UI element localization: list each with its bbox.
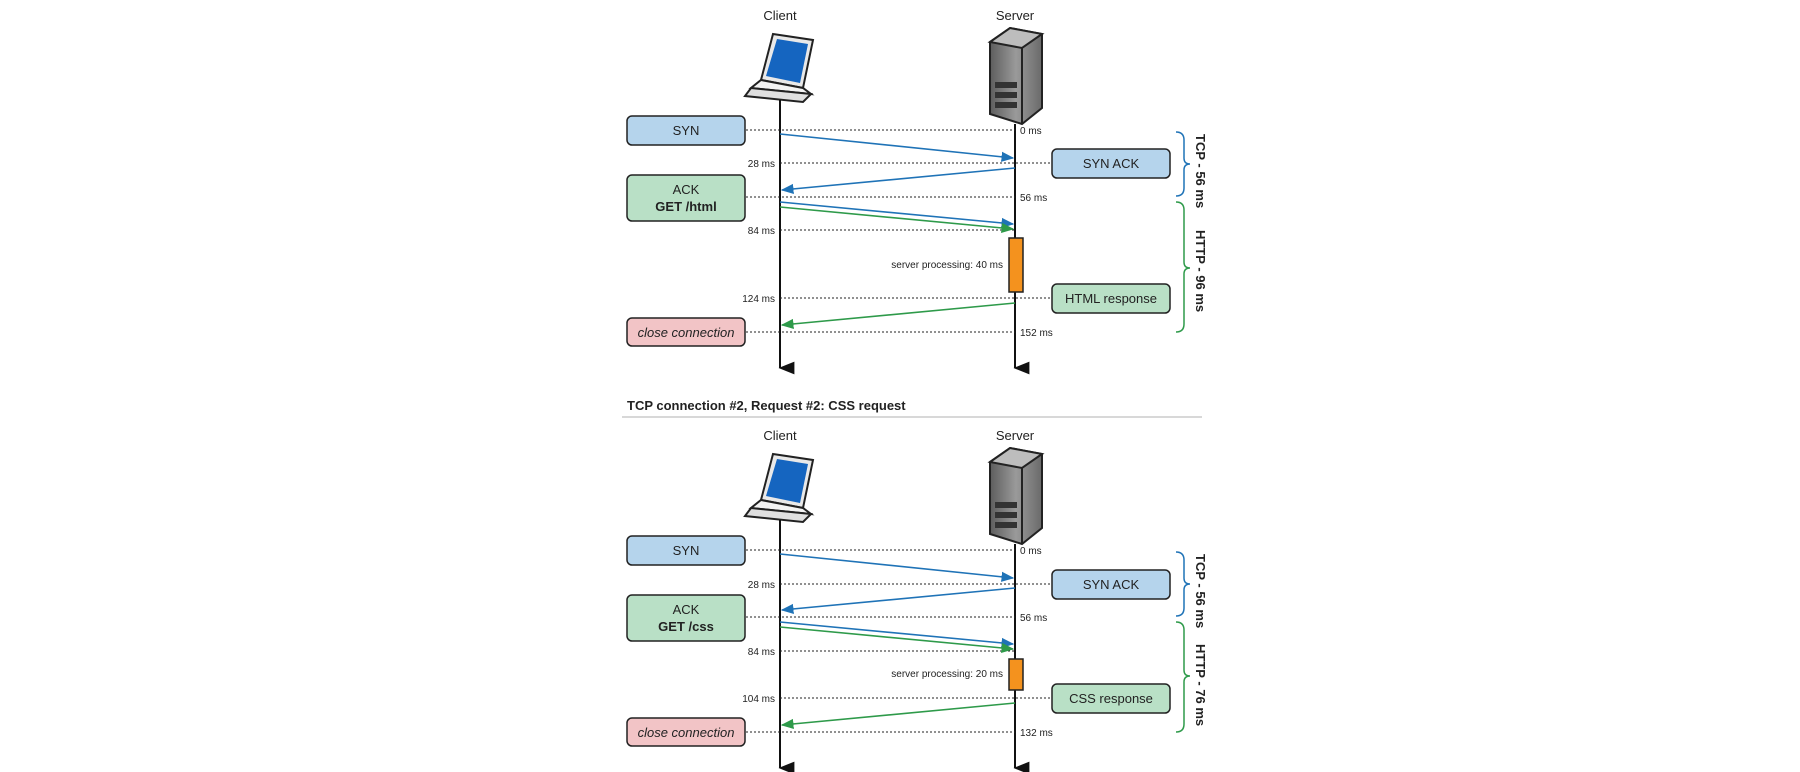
response-box-label: CSS response: [1069, 691, 1153, 706]
time-label: 84 ms: [748, 647, 775, 658]
time-gridlines: [742, 129, 1052, 333]
ack-arrow: [779, 201, 1015, 229]
time-label: 28 ms: [748, 580, 775, 591]
syn-ack-arrow: [780, 167, 1016, 195]
syn-box-label: SYN: [673, 123, 700, 138]
time-label: 56 ms: [1020, 193, 1047, 204]
syn-ack-box: SYN ACK: [1051, 569, 1171, 600]
close-connection-label: close connection: [638, 725, 735, 740]
client-label: Client: [763, 8, 797, 23]
ack-get-box: ACK GET /html: [626, 174, 746, 222]
http-brace-label: HTTP - 76 ms: [1193, 644, 1208, 726]
diagram-css: Client Server 0 ms 28 ms 56: [626, 428, 1208, 772]
tcp-brace-label: TCP - 56 ms: [1193, 134, 1208, 208]
time-label: 124 ms: [742, 294, 775, 305]
close-connection-box: close connection: [626, 717, 746, 747]
time-label: 84 ms: [748, 226, 775, 237]
http-brace: [1175, 621, 1191, 733]
response-box: HTML response: [1051, 283, 1171, 314]
get-arrow: [779, 626, 1015, 654]
time-label: 28 ms: [748, 159, 775, 170]
processing-label: server processing: 40 ms: [891, 260, 1003, 271]
ack-get-box: ACK GET /css: [626, 594, 746, 642]
time-label: 152 ms: [1020, 328, 1053, 339]
get-arrow: [779, 206, 1015, 234]
tcp-brace-label: TCP - 56 ms: [1193, 554, 1208, 628]
server-processing-bar: [1008, 658, 1024, 691]
ack-label: ACK: [673, 182, 700, 197]
server-processing-bar: [1008, 237, 1024, 293]
get-label: GET /html: [655, 199, 716, 214]
response-arrow: [780, 702, 1016, 730]
http-brace: [1175, 201, 1191, 333]
diagram-html: Client Server: [626, 8, 1208, 375]
server-label: Server: [996, 428, 1035, 443]
ack-arrow: [779, 621, 1015, 649]
server-icon: [987, 26, 1045, 126]
processing-label: server processing: 20 ms: [891, 669, 1003, 680]
time-label: 104 ms: [742, 694, 775, 705]
response-box-label: HTML response: [1065, 291, 1157, 306]
syn-ack-box-label: SYN ACK: [1083, 577, 1140, 592]
syn-ack-arrow: [780, 587, 1016, 615]
client-label: Client: [763, 428, 797, 443]
syn-box: SYN: [626, 115, 746, 146]
ack-label: ACK: [673, 602, 700, 617]
server-icon: [987, 446, 1045, 546]
section-title: TCP connection #2, Request #2: CSS reque…: [627, 398, 906, 413]
close-connection-label: close connection: [638, 325, 735, 340]
syn-box-label: SYN: [673, 543, 700, 558]
syn-box: SYN: [626, 535, 746, 566]
syn-arrow: [779, 553, 1015, 582]
tcp-brace: [1175, 131, 1191, 197]
response-box: CSS response: [1051, 683, 1171, 714]
laptop-icon: [743, 32, 815, 104]
response-arrow: [780, 302, 1016, 330]
syn-arrow: [779, 133, 1015, 162]
server-label: Server: [996, 8, 1035, 23]
http-brace-label: HTTP - 96 ms: [1193, 230, 1208, 312]
time-label: 132 ms: [1020, 728, 1053, 739]
time-gridlines: [742, 549, 1052, 733]
close-connection-box: close connection: [626, 317, 746, 347]
time-label: 0 ms: [1020, 546, 1042, 557]
syn-ack-box: SYN ACK: [1051, 148, 1171, 179]
time-label: 56 ms: [1020, 613, 1047, 624]
laptop-icon: [743, 452, 815, 524]
tcp-brace: [1175, 551, 1191, 617]
time-label: 0 ms: [1020, 126, 1042, 137]
get-label: GET /css: [658, 619, 714, 634]
syn-ack-box-label: SYN ACK: [1083, 156, 1140, 171]
